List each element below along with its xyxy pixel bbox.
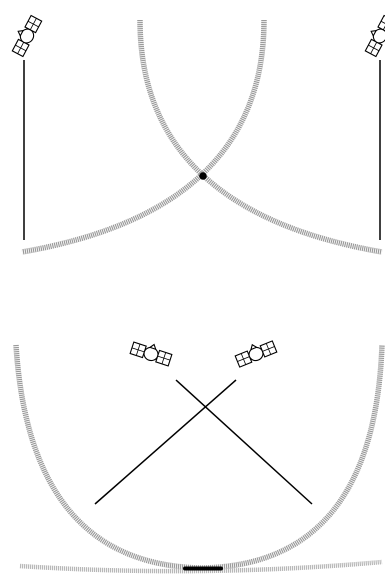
satellite-icon xyxy=(130,338,173,366)
satellite-icon xyxy=(234,337,277,367)
intersection-segment xyxy=(183,567,223,571)
satellite-icon xyxy=(9,14,42,57)
bottom-panel xyxy=(16,337,382,571)
intersection-point xyxy=(199,172,207,180)
top-panel xyxy=(9,14,385,252)
range-line-right-satellite xyxy=(95,380,236,504)
range-arc-bowl xyxy=(16,345,382,568)
range-line-left-satellite xyxy=(176,380,312,504)
satellite-icon xyxy=(362,14,385,57)
